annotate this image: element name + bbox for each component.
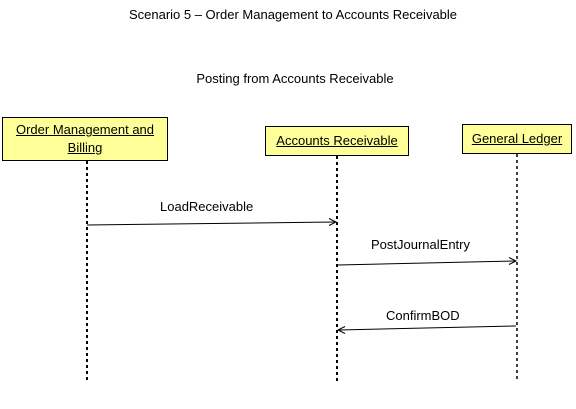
- message-label-postjournalentry: PostJournalEntry: [371, 237, 470, 252]
- message-arrowhead-loadreceivable: [328, 218, 338, 226]
- message-label-confirmbod: ConfirmBOD: [386, 308, 460, 323]
- participant-label: General Ledger: [471, 131, 563, 146]
- message-label-loadreceivable: LoadReceivable: [160, 199, 254, 214]
- message-arrowhead-confirmbod: [336, 326, 346, 334]
- participant-general-ledger: General Ledger: [462, 124, 572, 154]
- message-arrowhead-postjournalentry: [508, 257, 518, 265]
- diagram-title: Scenario 5 – Order Management to Account…: [128, 7, 458, 22]
- participant-order-management-billing: Order Management and Billing: [2, 117, 168, 161]
- message-line-confirmbod: [338, 325, 517, 331]
- participant-label: Accounts Receivable: [276, 133, 398, 148]
- message-line-postjournalentry: [337, 260, 516, 266]
- diagram-subtitle: Posting from Accounts Receivable: [196, 71, 394, 86]
- message-line-loadreceivable: [86, 221, 336, 226]
- participant-label: Order Management and Billing: [15, 122, 155, 155]
- participant-accounts-receivable: Accounts Receivable: [265, 126, 409, 156]
